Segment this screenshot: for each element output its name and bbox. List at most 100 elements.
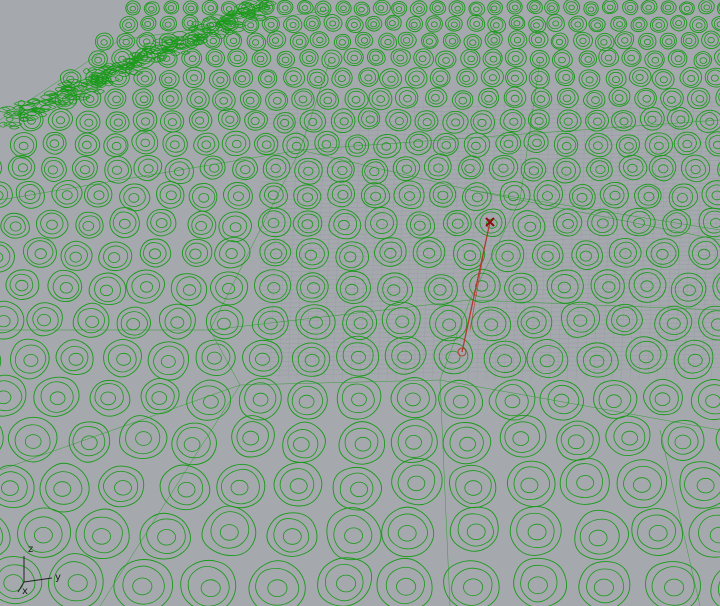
- mesh-cell-outer[interactable]: [297, 0, 314, 15]
- mesh-cell-outer[interactable]: [41, 156, 67, 182]
- mesh-cell-outer[interactable]: [22, 237, 57, 268]
- mesh-cell-outer[interactable]: [372, 0, 391, 16]
- mesh-cell-outer[interactable]: [316, 88, 339, 110]
- mesh-cell-outer[interactable]: [384, 14, 402, 31]
- mesh-cell-outer[interactable]: [259, 238, 292, 267]
- mesh-cell-outer[interactable]: [435, 50, 457, 69]
- mesh-cell-outer[interactable]: [75, 508, 130, 560]
- mesh-cell-outer[interactable]: [98, 241, 133, 272]
- mesh-cell-outer[interactable]: [462, 268, 501, 303]
- mesh-cell-outer[interactable]: [139, 238, 172, 268]
- mesh-cell-outer[interactable]: [638, 32, 657, 50]
- mesh-cell-outer[interactable]: [47, 108, 74, 131]
- mesh-cell-outer[interactable]: [103, 338, 142, 378]
- mesh-cell-outer[interactable]: [251, 306, 289, 341]
- mesh-cell-outer[interactable]: [717, 1, 720, 15]
- mesh-cell-outer[interactable]: [618, 154, 648, 181]
- mesh-cell-outer[interactable]: [156, 181, 185, 209]
- mesh-cell-outer[interactable]: [140, 378, 180, 415]
- mesh-cell-outer[interactable]: [628, 67, 652, 87]
- mesh-cell-outer[interactable]: [368, 87, 393, 111]
- mesh-cell-outer[interactable]: [171, 422, 217, 466]
- mesh-cell-outer[interactable]: [701, 180, 720, 210]
- mesh-cell-outer[interactable]: [551, 49, 573, 69]
- mesh-cell-outer[interactable]: [509, 506, 562, 556]
- mesh-cell-outer[interactable]: [484, 30, 503, 49]
- mesh-cell-outer[interactable]: [533, 179, 563, 210]
- mesh-cell-outer[interactable]: [611, 110, 636, 132]
- mesh-cell-outer[interactable]: [668, 183, 699, 211]
- mesh-cell-outer[interactable]: [303, 15, 321, 32]
- mesh-cell-outer[interactable]: [593, 380, 638, 419]
- mesh-cell-outer[interactable]: [605, 415, 651, 457]
- mesh-cell-outer[interactable]: [391, 457, 443, 506]
- mesh-cell-outer[interactable]: [679, 67, 703, 88]
- mesh-cell-outer[interactable]: [644, 50, 665, 69]
- mesh-cell-outer[interactable]: [571, 240, 603, 270]
- mesh-cell-outer[interactable]: [221, 130, 251, 157]
- mesh-cell-outer[interactable]: [468, 1, 486, 17]
- mesh-cell-outer[interactable]: [660, 0, 677, 15]
- mesh-cell-outer[interactable]: [374, 237, 407, 267]
- mesh-cell-outer[interactable]: [158, 303, 196, 340]
- mesh-cell-outer[interactable]: [327, 180, 356, 208]
- mesh-cell-outer[interactable]: [158, 88, 183, 110]
- mesh-cell-outer[interactable]: [608, 86, 631, 107]
- mesh-cell-outer[interactable]: [261, 16, 280, 34]
- mesh-cell-outer[interactable]: [231, 415, 275, 458]
- mesh-cell-outer[interactable]: [98, 465, 145, 508]
- mesh-cell-outer[interactable]: [673, 339, 714, 380]
- mesh-cell-outer[interactable]: [462, 182, 492, 212]
- mesh-cell-outer[interactable]: [701, 30, 720, 49]
- mesh-cell-outer[interactable]: [295, 304, 336, 340]
- mesh-cell-outer[interactable]: [293, 184, 322, 210]
- mesh-cell-outer[interactable]: [553, 132, 579, 157]
- mesh-cell-outer[interactable]: [573, 31, 593, 50]
- mesh-cell-outer[interactable]: [195, 339, 236, 377]
- mesh-cell-outer[interactable]: [390, 48, 411, 67]
- mesh-cell-outer[interactable]: [466, 14, 486, 32]
- mesh-cell-outer[interactable]: [342, 305, 378, 340]
- mesh-cell-outer[interactable]: [480, 67, 504, 88]
- mesh-cell-outer[interactable]: [585, 132, 613, 158]
- mesh-cell-outer[interactable]: [366, 48, 386, 66]
- mesh-cell-outer[interactable]: [292, 210, 323, 237]
- mesh-cell-outer[interactable]: [406, 16, 424, 33]
- mesh-cell-outer[interactable]: [552, 157, 581, 184]
- mesh-cell-outer[interactable]: [251, 49, 272, 68]
- mesh-cell-outer[interactable]: [103, 133, 129, 157]
- mesh-cell-outer[interactable]: [578, 561, 631, 606]
- mesh-cell-outer[interactable]: [590, 269, 625, 304]
- mesh-cell-outer[interactable]: [0, 300, 25, 340]
- mesh-cell-outer[interactable]: [276, 0, 294, 16]
- mesh-cell-outer[interactable]: [291, 88, 315, 110]
- mesh-cell-outer[interactable]: [508, 15, 526, 31]
- mesh-cell-outer[interactable]: [527, 109, 550, 131]
- mesh-cell-outer[interactable]: [499, 181, 531, 211]
- mesh-cell-outer[interactable]: [568, 15, 588, 33]
- mesh-cell-outer[interactable]: [670, 14, 688, 32]
- mesh-cell-outer[interactable]: [201, 0, 219, 16]
- mesh-cell-outer[interactable]: [433, 336, 473, 375]
- mesh-cell-outer[interactable]: [569, 183, 596, 210]
- mesh-cell-outer[interactable]: [162, 131, 188, 157]
- mesh-cell-outer[interactable]: [156, 48, 178, 68]
- mesh-cell-outer[interactable]: [622, 0, 639, 16]
- mesh-cell-outer[interactable]: [715, 420, 720, 461]
- mesh-cell-outer[interactable]: [429, 181, 457, 208]
- mesh-cell-outer[interactable]: [512, 210, 546, 241]
- mesh-cell-outer[interactable]: [666, 107, 693, 130]
- mesh-cell-outer[interactable]: [528, 30, 549, 49]
- mesh-cell-outer[interactable]: [640, 0, 658, 15]
- mesh-cell-outer[interactable]: [628, 268, 667, 303]
- mesh-cell-outer[interactable]: [299, 109, 327, 133]
- mesh-cell-outer[interactable]: [405, 131, 432, 156]
- mesh-cell-outer[interactable]: [55, 339, 94, 375]
- mesh-cell-outer[interactable]: [583, 1, 599, 17]
- mesh-cell-outer[interactable]: [424, 274, 458, 306]
- mesh-cell-outer[interactable]: [201, 505, 257, 557]
- mesh-cell-outer[interactable]: [616, 134, 640, 158]
- mesh-cell-outer[interactable]: [299, 48, 319, 67]
